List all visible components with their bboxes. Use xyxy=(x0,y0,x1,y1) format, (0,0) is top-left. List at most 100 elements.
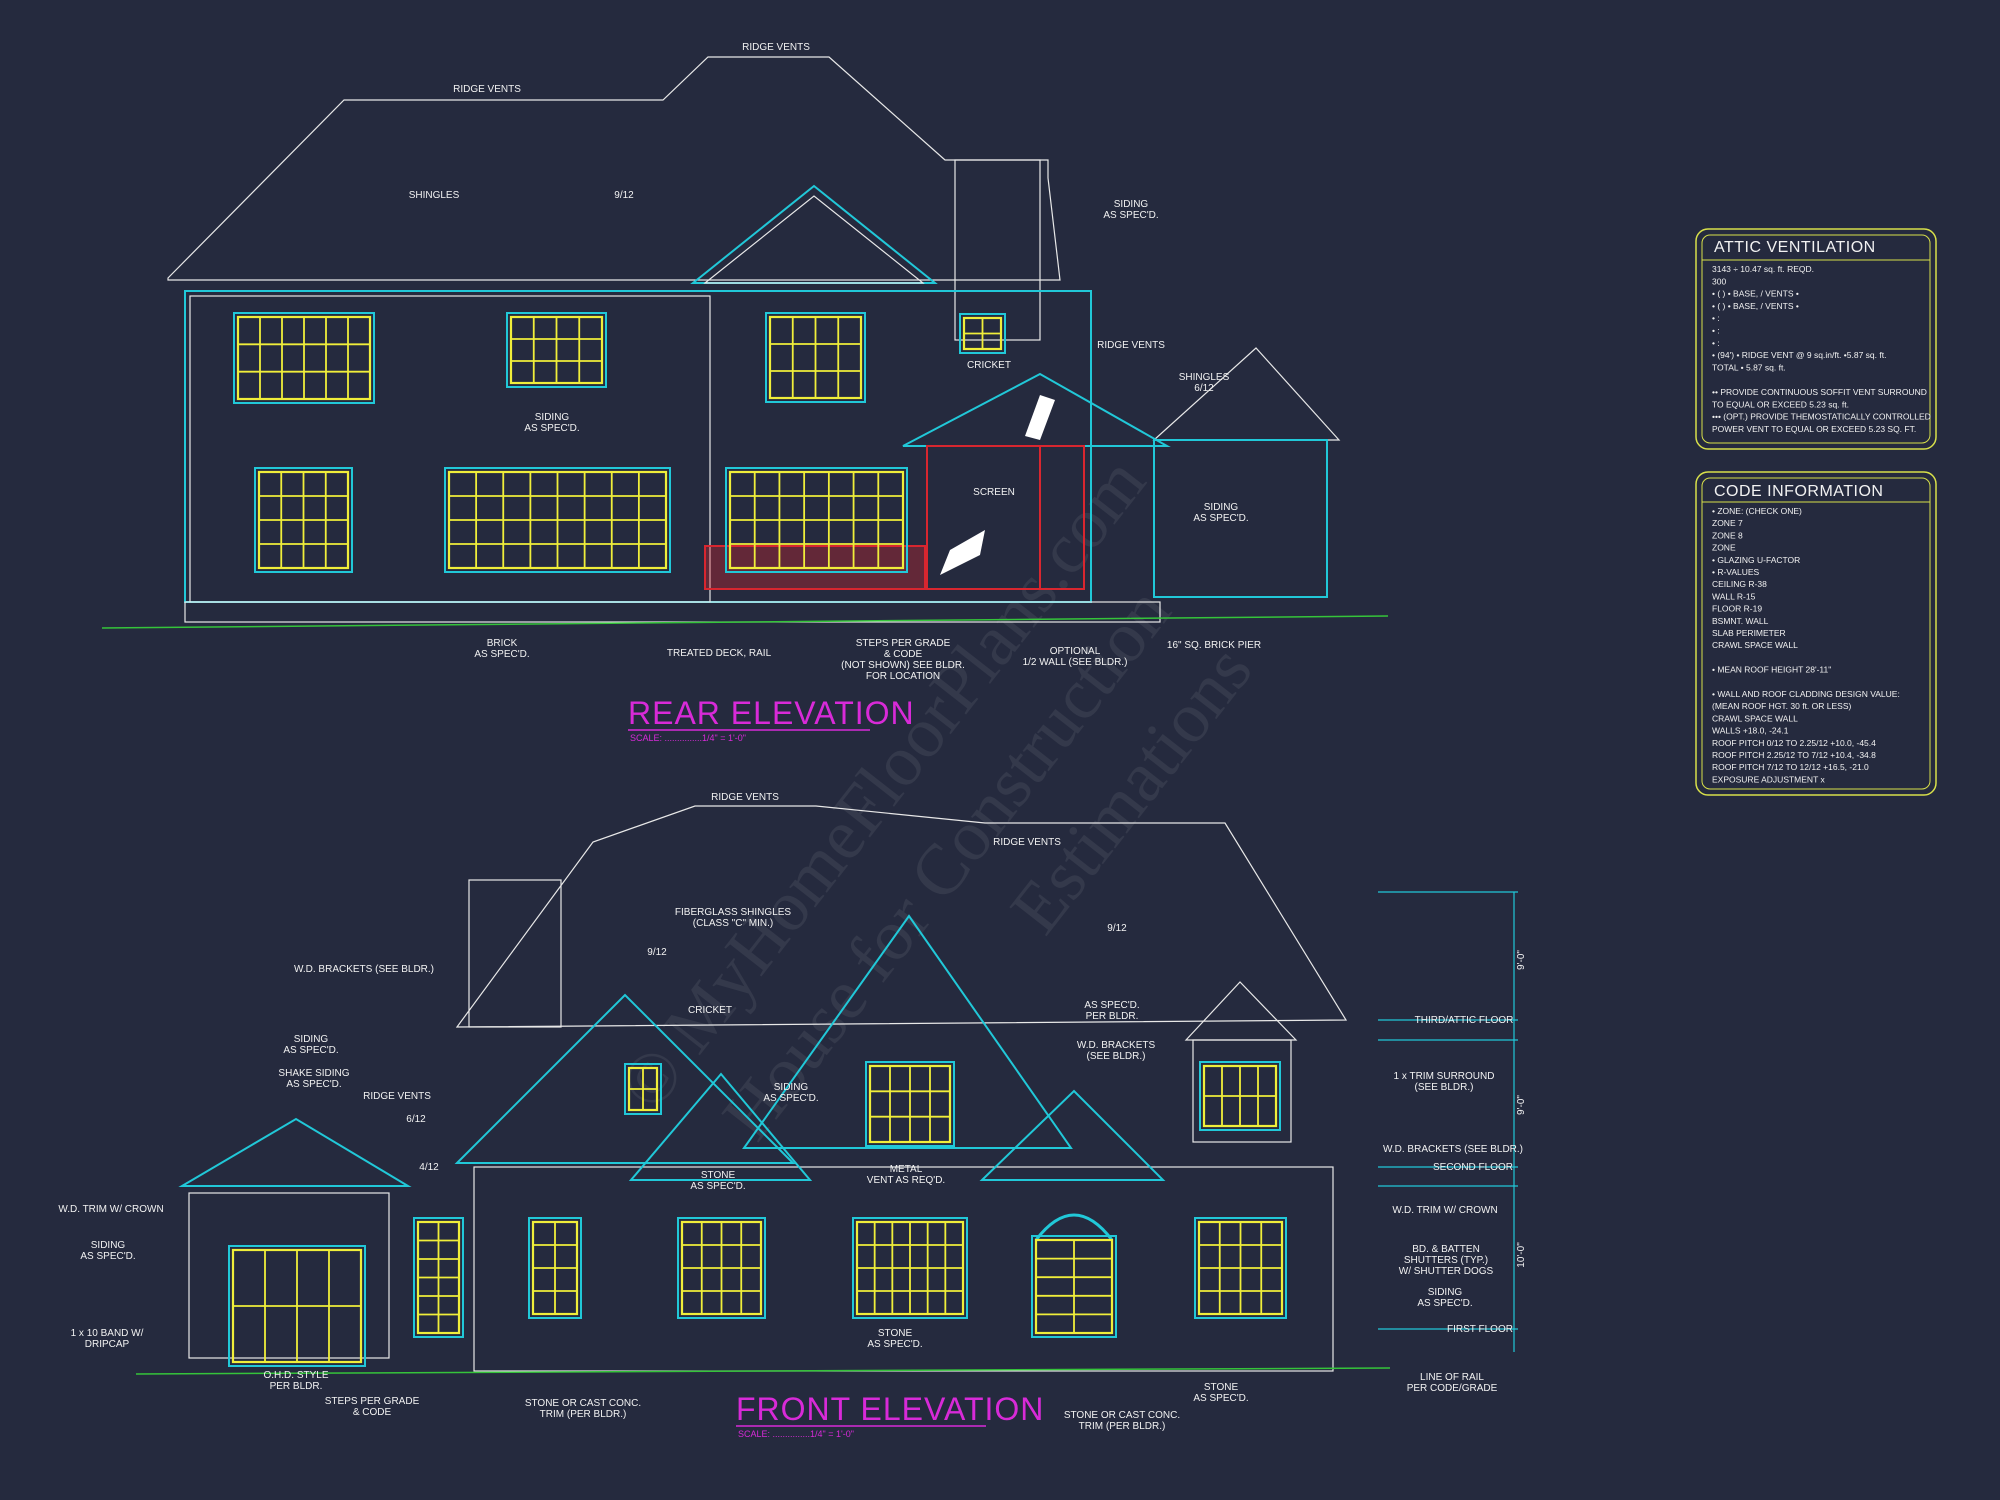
front-callout-label: STONE xyxy=(1204,1382,1239,1393)
rear-callout-label: (NOT SHOWN) SEE BLDR. xyxy=(841,660,965,671)
front-callout-label: AS SPEC'D. xyxy=(1193,1393,1248,1404)
rear-callout-label: AS SPEC'D. xyxy=(1103,210,1158,221)
window-trim xyxy=(228,1245,366,1367)
front-callout-label: 9/12 xyxy=(647,947,667,958)
rear-callout-label: & CODE xyxy=(884,649,923,660)
dimension-third-floor: 9'-0" xyxy=(1516,950,1527,970)
front-callout-label: SECOND FLOOR xyxy=(1433,1162,1513,1173)
rear-wing-wall xyxy=(1153,439,1328,598)
rear-glass-reflection xyxy=(1025,395,1055,440)
table-line: CRAWL SPACE WALL xyxy=(1712,640,1798,650)
dimension-second-floor: 9'-0" xyxy=(1516,1095,1527,1115)
window-trim xyxy=(1199,1061,1281,1131)
rear-callout-label: SIDING xyxy=(1114,199,1149,210)
front-callout-label: STONE xyxy=(878,1328,913,1339)
rear-callout-label: AS SPEC'D. xyxy=(474,649,529,660)
table-line: BSMNT. WALL xyxy=(1712,616,1769,626)
rear-windows xyxy=(233,312,1006,573)
window-trim xyxy=(865,1061,955,1147)
table-line: SLAB PERIMETER xyxy=(1712,628,1786,638)
rear-callout-label: 1/2 WALL (SEE BLDR.) xyxy=(1023,657,1128,668)
front-callout-label: AS SPEC'D. xyxy=(763,1093,818,1104)
front-callout-label: RIDGE VENTS xyxy=(993,837,1061,848)
rear-callout-label: TREATED DECK, RAIL xyxy=(667,648,772,659)
window-trim xyxy=(233,312,375,404)
front-callout-label: SIDING xyxy=(774,1082,809,1093)
front-left-gable xyxy=(454,993,796,1164)
front-callout-label: O.H.D. STYLE xyxy=(263,1370,328,1381)
front-callout-label: SIDING xyxy=(1428,1287,1463,1298)
front-small-gable xyxy=(628,1072,813,1181)
front-callout-label: THIRD/ATTIC FLOOR xyxy=(1415,1015,1514,1026)
front-grade-line xyxy=(135,1367,1391,1375)
rear-callout-label: SHINGLES xyxy=(1179,372,1230,383)
front-callout-label: SHAKE SIDING xyxy=(278,1068,349,1079)
window-trim xyxy=(959,313,1006,354)
front-callout-label: AS SPEC'D. xyxy=(1084,1000,1139,1011)
front-callout-label: W.D. BRACKETS xyxy=(1077,1040,1156,1051)
rear-callout-label: BRICK xyxy=(487,638,518,649)
front-callout-label: STEPS PER GRADE xyxy=(325,1396,420,1407)
table-line: TOTAL • 5.87 sq. ft. xyxy=(1712,362,1786,372)
front-callout-label: W.D. TRIM W/ CROWN xyxy=(58,1204,163,1215)
window-trim xyxy=(444,467,671,573)
table-line: • MEAN ROOF HEIGHT 28'-11" xyxy=(1712,665,1831,675)
table-line: (MEAN ROOF HGT. 30 ft. OR LESS) xyxy=(1712,701,1851,711)
front-callout-label: TRIM (PER BLDR.) xyxy=(1079,1421,1166,1432)
rear-elevation-title: REAR ELEVATION xyxy=(628,695,915,731)
front-callout-label: (SEE BLDR.) xyxy=(1087,1051,1146,1062)
rear-callout-label: AS SPEC'D. xyxy=(524,423,579,434)
rear-callout-label: FOR LOCATION xyxy=(866,671,940,682)
code-information-table: CODE INFORMATION • ZONE: (CHECK ONE) ZON… xyxy=(1695,471,1937,796)
rear-callout-label: 9/12 xyxy=(614,190,634,201)
front-callout-label: AS SPEC'D. xyxy=(690,1181,745,1192)
rear-callout-label: RIDGE VENTS xyxy=(1097,340,1165,351)
window-trim xyxy=(254,467,353,573)
front-callout-label: PER BLDR. xyxy=(270,1381,323,1392)
table-line: ROOF PITCH 2.25/12 TO 7/12 +10.4, -34.8 xyxy=(1712,750,1876,760)
front-callout-label: PER BLDR. xyxy=(1086,1011,1139,1022)
front-callout-label: 9/12 xyxy=(1107,923,1127,934)
window-trim xyxy=(725,467,908,573)
front-callout-label: CRICKET xyxy=(688,1005,732,1016)
window-trim xyxy=(1194,1217,1287,1319)
rear-callout-label: SIDING xyxy=(1204,502,1239,513)
front-callout-label: TRIM (PER BLDR.) xyxy=(540,1409,627,1420)
front-callout-label: SIDING xyxy=(294,1034,329,1045)
attic-ventilation-table: ATTIC VENTILATION 3143 ÷ 10.47 sq. ft. R… xyxy=(1695,228,1937,450)
front-callout-label: 1 x TRIM SURROUND xyxy=(1394,1071,1495,1082)
front-callout-label: (CLASS "C" MIN.) xyxy=(693,918,773,929)
front-garage-gable xyxy=(178,1117,412,1187)
front-callout-label: W/ SHUTTER DOGS xyxy=(1399,1266,1494,1277)
front-callout-label: 6/12 xyxy=(406,1114,426,1125)
table-line: CRAWL SPACE WALL xyxy=(1712,713,1798,723)
front-chimney xyxy=(468,879,562,1028)
front-garage-wall xyxy=(188,1192,390,1359)
table-line: 300 xyxy=(1712,276,1726,286)
table-line: ROOF PITCH 7/12 TO 12/12 +16.5, -21.0 xyxy=(1712,762,1869,772)
table-line: ZONE 8 xyxy=(1712,530,1743,540)
rear-chimney xyxy=(954,159,1041,341)
front-callout-label: STONE xyxy=(701,1170,736,1181)
front-callout-label: AS SPEC'D. xyxy=(867,1339,922,1350)
front-callout-label: RIDGE VENTS xyxy=(711,792,779,803)
front-callout-label: VENT AS REQ'D. xyxy=(867,1175,945,1186)
table-line: •• PROVIDE CONTINUOUS SOFFIT VENT SURROU… xyxy=(1712,387,1927,397)
window-trim xyxy=(765,312,866,403)
front-elevation-title: FRONT ELEVATION xyxy=(736,1391,1044,1427)
front-callout-label: SIDING xyxy=(91,1240,126,1251)
window-trim xyxy=(413,1217,464,1338)
table-border-inner xyxy=(1701,234,1931,444)
table-line: ZONE 7 xyxy=(1712,518,1743,528)
code-information-title: CODE INFORMATION xyxy=(1714,483,1883,500)
rear-grade-line xyxy=(101,615,1389,629)
table-line: WALL R-15 xyxy=(1712,591,1756,601)
table-line: • R-VALUES xyxy=(1712,567,1760,577)
front-right-gable xyxy=(979,1089,1166,1181)
table-line: ROOF PITCH 0/12 TO 2.25/12 +10.0, -45.4 xyxy=(1712,738,1876,748)
table-line: POWER VENT TO EQUAL OR EXCEED 5.23 SQ. F… xyxy=(1712,424,1916,434)
table-line: 3143 ÷ 10.47 sq. ft. REQD. xyxy=(1712,264,1814,274)
front-callout-label: DRIPCAP xyxy=(85,1339,130,1350)
